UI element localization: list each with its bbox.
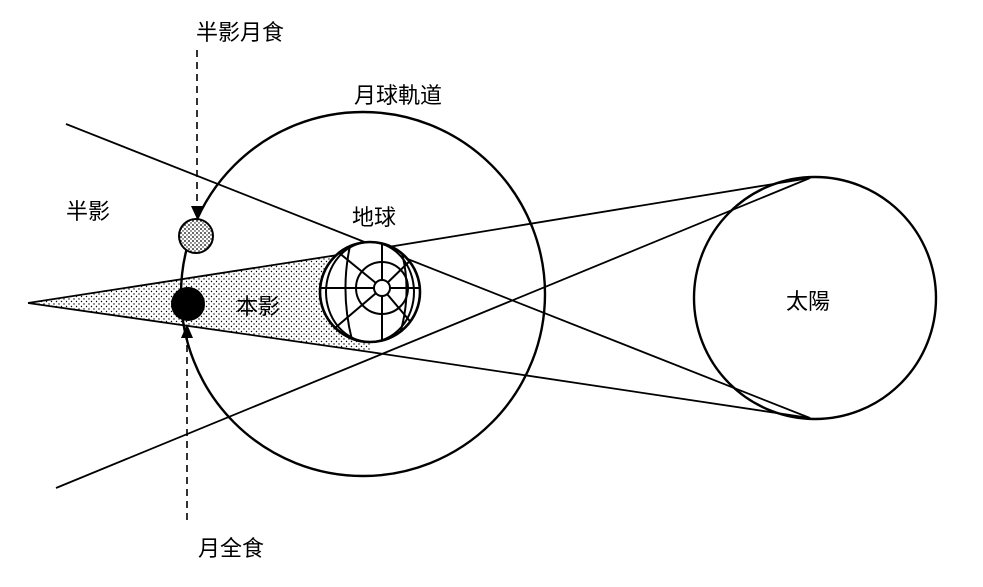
umbra-edge-upper	[27, 249, 371, 304]
total-eclipse-arrow	[181, 324, 193, 520]
label-sun: 太陽	[786, 290, 830, 315]
label-penumbra: 半影	[66, 200, 110, 225]
label-umbra: 本影	[236, 295, 280, 320]
earth-globe	[318, 240, 422, 344]
label-earth: 地球	[352, 206, 396, 231]
label-lunar-orbit: 月球軌道	[354, 84, 442, 109]
label-penumbral-eclipse: 半影月食	[196, 21, 284, 46]
outer-tangent-upper	[369, 177, 811, 251]
moon-total-eclipse	[171, 287, 205, 321]
penumbra-line-lower	[55, 177, 811, 489]
penumbral-eclipse-arrow	[191, 50, 203, 219]
penumbra-line-upper	[65, 123, 811, 419]
moon-penumbral	[178, 218, 214, 254]
umbra-edge-lower	[27, 302, 371, 353]
sun-circle	[692, 175, 938, 421]
outer-tangent-lower	[369, 351, 811, 419]
label-total-eclipse: 月全食	[198, 537, 264, 562]
